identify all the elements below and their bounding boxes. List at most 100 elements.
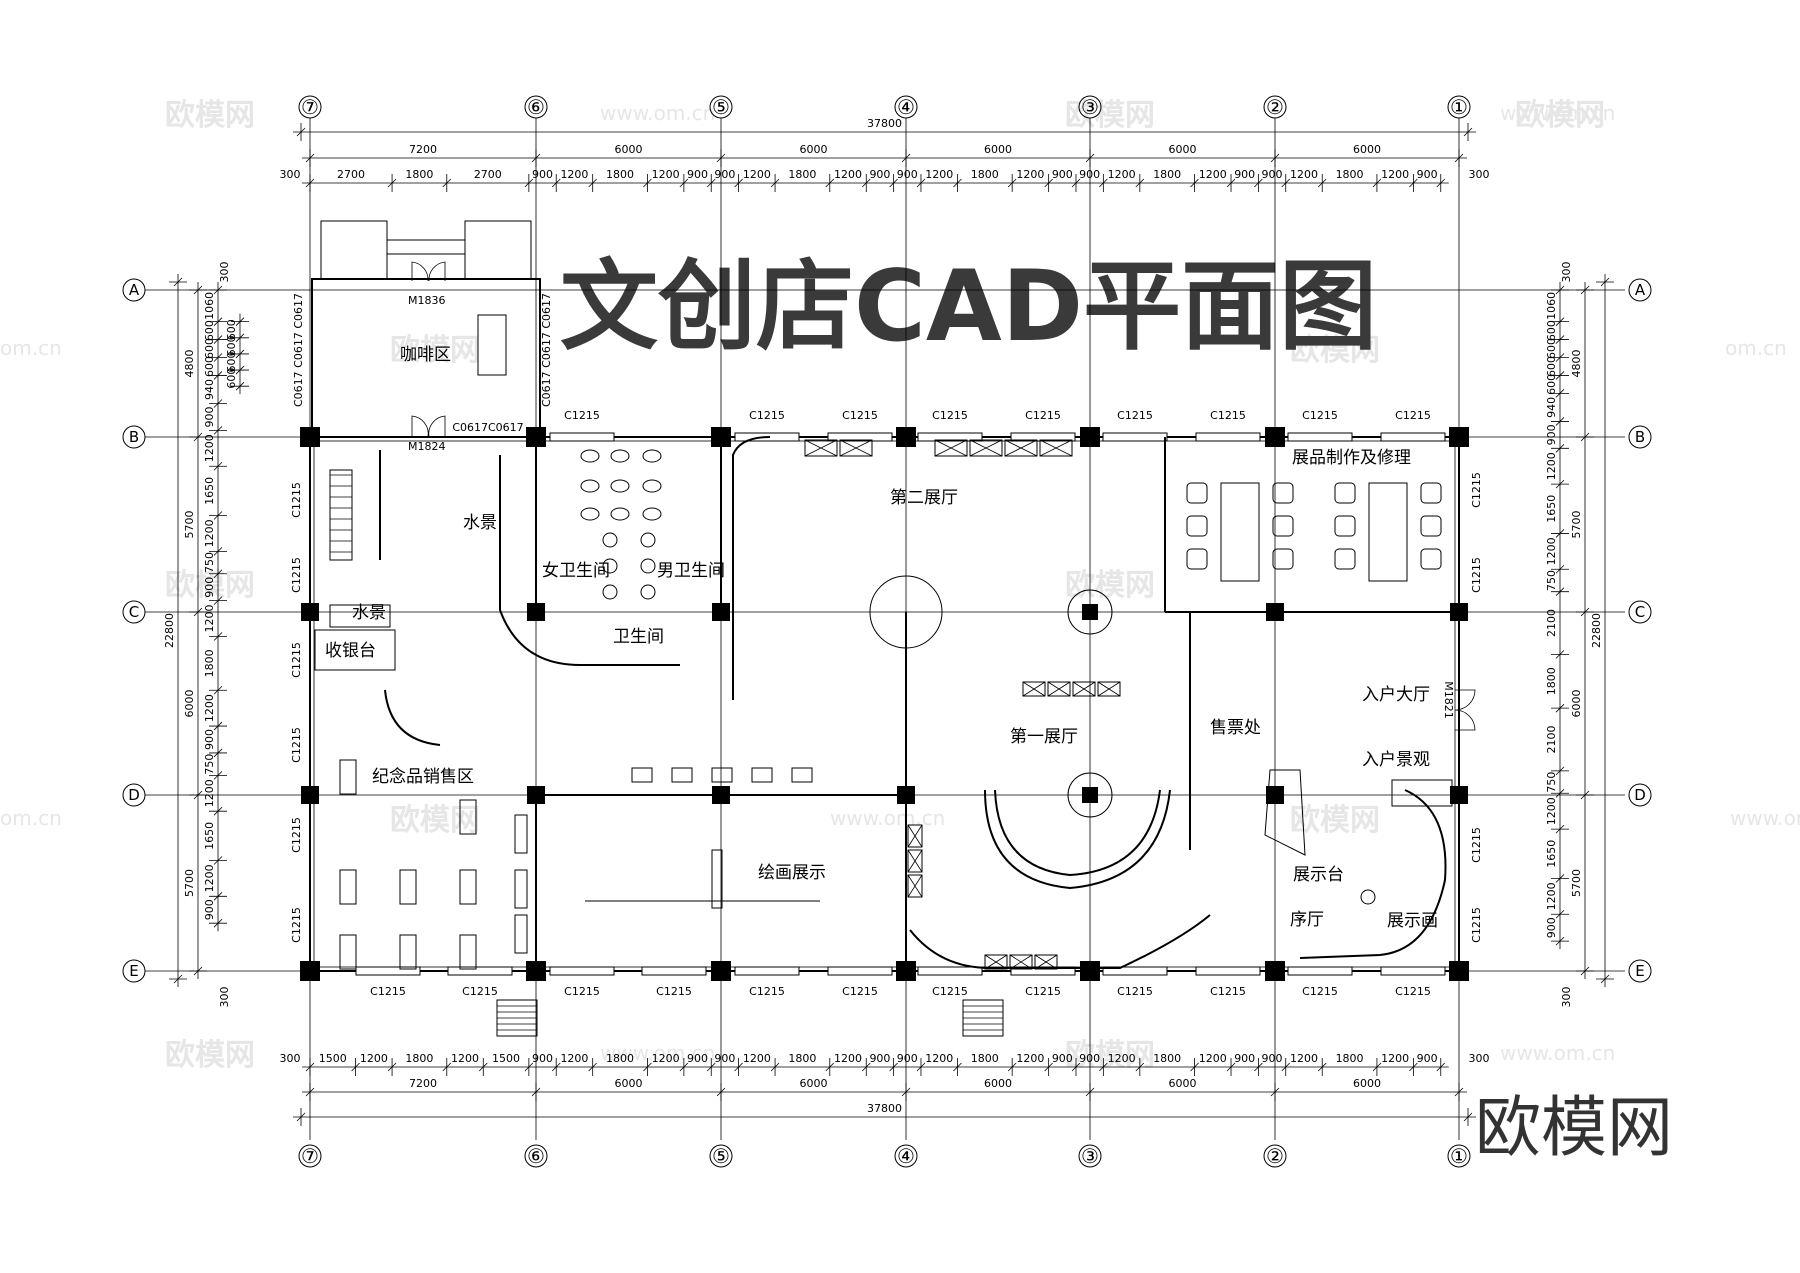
dim-slash (478, 1062, 488, 1072)
room-label-hall-1: 第一展厅 (1010, 727, 1078, 747)
window (641, 966, 707, 976)
room-label-ticket: 售票处 (1210, 718, 1261, 738)
chair (1272, 482, 1294, 504)
dim-slash (1600, 974, 1610, 984)
dim-label: 900 (897, 1052, 918, 1065)
room-labels: 咖啡区 水景 水景 收银台 纪念品销售区 女卫生间 男卫生间 卫生间 第二展厅 … (325, 294, 1438, 931)
window (1195, 432, 1261, 442)
dim-label: 1200 (1016, 1052, 1044, 1065)
dim-slash (442, 1062, 452, 1072)
toilet (610, 479, 630, 493)
dim-slash (1555, 909, 1565, 919)
dim-label: 1800 (203, 649, 216, 677)
dim-slash (213, 918, 223, 928)
dim-slash (387, 1062, 397, 1072)
dim-slash (1409, 178, 1418, 188)
dim-label: 1800 (405, 1052, 433, 1065)
dim-label: 6000 (1169, 143, 1197, 156)
washbasin (640, 584, 656, 600)
display-case (907, 849, 923, 873)
door-label-m1836: M1836 (408, 294, 446, 307)
axis-bubble (1628, 278, 1652, 302)
dim-slash (213, 748, 223, 758)
display-case (934, 439, 968, 457)
dim-slash (889, 1062, 898, 1072)
window-label: C1215 (1210, 409, 1246, 422)
dim-label: 600 (1545, 356, 1558, 377)
dim-slash (1555, 874, 1565, 883)
dim-label: 7200 (409, 143, 437, 156)
room-label-male-wc: 男卫生间 (657, 561, 725, 581)
display-case (1072, 681, 1096, 697)
dim-label: 1200 (1290, 168, 1318, 181)
dim-label: 1650 (1545, 495, 1558, 523)
toilet (642, 449, 662, 463)
door-swing (411, 415, 446, 438)
display-shelf (339, 759, 357, 795)
dim-slash (1372, 1062, 1382, 1072)
window (917, 966, 983, 976)
dim-label: 600 (1545, 374, 1558, 395)
dim-slash (770, 1062, 780, 1072)
dim-label-edge: 300 (1469, 1052, 1490, 1065)
axis-bubble (709, 95, 733, 119)
dim-slash (1226, 178, 1236, 188)
dim-slash (916, 178, 926, 188)
dim-slash (1555, 417, 1565, 426)
dim-slash (213, 461, 223, 471)
room-label-water-feature: 水景 (463, 513, 497, 533)
display-case (839, 439, 873, 457)
dim-label: 1800 (405, 168, 433, 181)
display-case-cross (907, 874, 923, 898)
axis-label: E (1635, 962, 1644, 980)
dim-slash (1135, 178, 1145, 188)
brand-logo: 欧模网 (1475, 1089, 1673, 1166)
structural-column (1450, 786, 1468, 804)
structural-column (1265, 961, 1285, 981)
window (1287, 966, 1353, 976)
axis-bubble (894, 95, 918, 119)
structural-column (1080, 961, 1100, 981)
dim-label: 750 (203, 754, 216, 775)
structural-column (300, 961, 320, 981)
dim-slash (1555, 529, 1565, 538)
door-swing (411, 261, 446, 282)
dim-label: 6000 (615, 143, 643, 156)
display-case (804, 439, 838, 457)
display-case-cross (1072, 681, 1096, 697)
dim-label: 1060 (1545, 292, 1558, 320)
window-label: C0617C0617 (452, 421, 523, 434)
dim-label: 600 (203, 320, 216, 341)
wall-shelf (514, 869, 528, 909)
dim-slash (235, 317, 245, 326)
axis-label: ⑦ (301, 95, 319, 119)
dim-label: 900 (714, 1052, 735, 1065)
dim-label-edge: 300 (218, 987, 231, 1008)
dim-slash (1555, 936, 1565, 946)
worktable (1220, 482, 1260, 582)
dim-label: 1800 (788, 168, 816, 181)
dim-label: 1200 (203, 779, 216, 807)
dim-label: 1060 (203, 292, 216, 320)
dim-label: 1800 (1545, 667, 1558, 695)
dim-label: 1200 (1199, 168, 1227, 181)
dim-slash (1281, 178, 1291, 188)
display-case-cross (1034, 954, 1058, 970)
dim-slash (1555, 587, 1565, 596)
dim-slash (213, 426, 223, 435)
axis-bubble (298, 95, 322, 119)
toilet (642, 507, 662, 521)
dim-slash (916, 1062, 926, 1072)
chair (1272, 515, 1294, 537)
display-case (1047, 681, 1071, 697)
display-shelf (459, 869, 477, 905)
dim-slash (1135, 1062, 1145, 1072)
watermark-url-short: om.cn (1725, 336, 1787, 360)
dim-label: 1500 (319, 1052, 347, 1065)
axis-bubble (1628, 959, 1652, 983)
structural-column (1265, 427, 1285, 447)
display-stand (1360, 889, 1376, 905)
cafe-planter (464, 220, 532, 280)
dim-label: 1200 (652, 1052, 680, 1065)
dim-slash (1190, 1062, 1199, 1072)
